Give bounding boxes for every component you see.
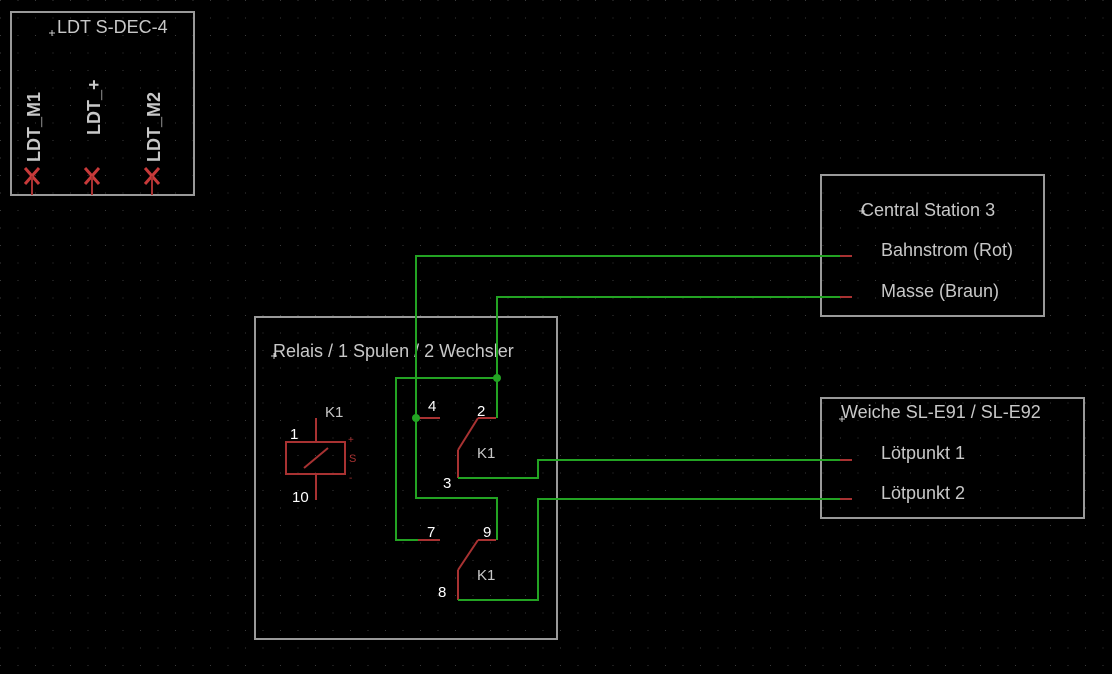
ldt-pin-plus: LDT_+ — [84, 79, 104, 135]
relay-contact2-icon — [418, 539, 496, 600]
weiche-title: Weiche SL-E91 / SL-E92 — [841, 402, 1041, 422]
wire-loetpunkt2[interactable] — [458, 498, 840, 601]
central-pin-masse: Masse (Braun) — [881, 281, 999, 301]
coil-pin-1: 1 — [290, 426, 298, 443]
ldt-pin-m2-unconnected-icon — [143, 167, 161, 195]
contact2-pin-8: 8 — [438, 584, 446, 601]
wire-cross-4-to-9[interactable] — [415, 418, 498, 540]
relay-frame — [254, 316, 558, 640]
contact1-name: K1 — [477, 445, 495, 462]
weiche-frame — [820, 397, 1085, 519]
central-station-block[interactable]: Central Station 3 Bahnstrom (Rot) Masse … — [820, 174, 1045, 317]
relay-block[interactable]: Relais / 1 Spulen / 2 Wechsler K1 1 10 +… — [254, 316, 558, 640]
coil-mark-plus: + — [348, 435, 354, 446]
central-title: Central Station 3 — [861, 200, 995, 220]
relay-contact1-icon — [418, 417, 496, 478]
contact1-pin-2: 2 — [477, 403, 485, 420]
wires — [395, 255, 840, 601]
contact2-name: K1 — [477, 567, 495, 584]
contact2-pin-9: 9 — [483, 524, 491, 541]
ldt-pin-plus-unconnected-icon — [83, 167, 101, 195]
coil-mark-minus: - — [349, 473, 352, 484]
coil-pin-10: 10 — [292, 489, 309, 506]
weiche-block[interactable]: Weiche SL-E91 / SL-E92 Lötpunkt 1 Lötpun… — [820, 397, 1085, 519]
ldt-pin-m2: LDT_M2 — [144, 92, 164, 162]
ldt-pin-m1-unconnected-icon — [23, 167, 41, 195]
central-pin-bahnstrom: Bahnstrom (Rot) — [881, 240, 1013, 260]
junction-dot — [493, 374, 501, 382]
wire-bahnstrom[interactable] — [415, 255, 840, 418]
ldt-pin-m1: LDT_M1 — [24, 92, 44, 162]
coil-name: K1 — [325, 404, 343, 421]
relay-coil-icon — [285, 418, 346, 500]
ldt-title: LDT S-DEC-4 — [57, 17, 168, 37]
wire-loetpunkt1[interactable] — [458, 459, 840, 479]
coil-mark-s: S — [349, 453, 356, 465]
junction-dot — [412, 414, 420, 422]
origin-mark — [49, 30, 55, 36]
origin-mark — [271, 353, 277, 359]
ldt-decoder-block[interactable]: LDT S-DEC-4 LDT_M1 LDT_+ LDT_M2 — [10, 11, 195, 196]
relay-title: Relais / 1 Spulen / 2 Wechsler — [273, 341, 514, 361]
wire-cross-2-to-7[interactable] — [395, 377, 497, 541]
weiche-pin-loetpunkt2: Lötpunkt 2 — [881, 483, 965, 503]
origin-mark — [839, 416, 845, 422]
central-frame — [820, 174, 1045, 317]
weiche-pin-loetpunkt1: Lötpunkt 1 — [881, 443, 965, 463]
contact1-pin-3: 3 — [443, 475, 451, 492]
ldt-frame — [10, 11, 195, 196]
contact1-pin-4: 4 — [428, 398, 436, 415]
origin-mark — [859, 208, 865, 214]
contact2-pin-7: 7 — [427, 524, 435, 541]
